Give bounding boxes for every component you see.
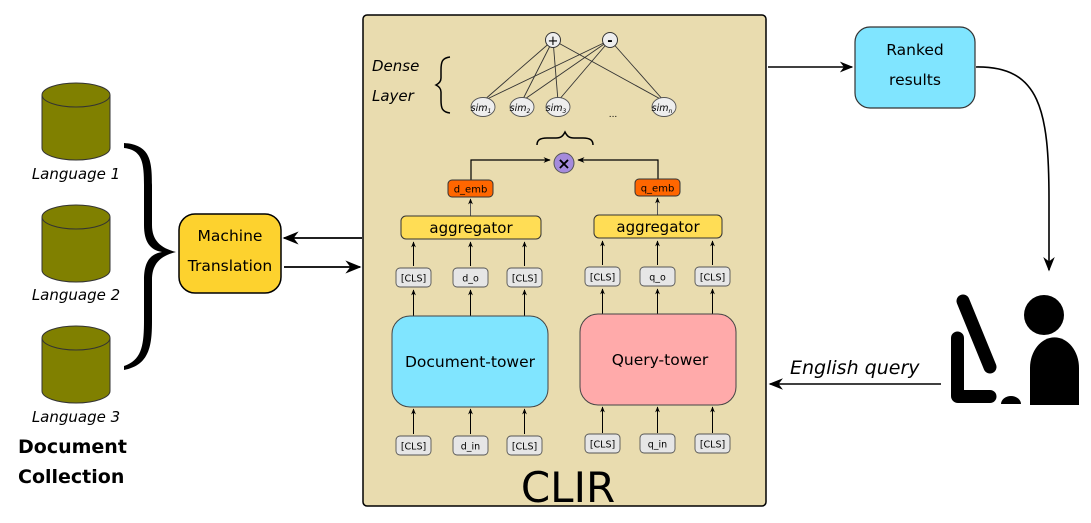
dense-layer-brace bbox=[434, 56, 451, 114]
svg-text:aggregator: aggregator bbox=[429, 219, 513, 237]
sim-node-n: simn bbox=[651, 97, 677, 117]
machine-translation-box: Machine Translation bbox=[178, 213, 282, 294]
query-input-tokens: [CLS] q_in [CLS] bbox=[584, 433, 731, 454]
svg-text:[CLS]: [CLS] bbox=[512, 274, 537, 285]
database-language-3 bbox=[41, 325, 111, 404]
dense-output-positive: + bbox=[545, 32, 561, 49]
machine-translation-line1: Machine bbox=[198, 227, 263, 245]
minus-icon: - bbox=[607, 34, 612, 49]
d-emb-box: d_emb bbox=[447, 179, 494, 198]
dense-layer-label-line1: Dense bbox=[372, 57, 419, 75]
svg-text:Query-tower: Query-tower bbox=[612, 351, 709, 369]
svg-text:d_in: d_in bbox=[461, 442, 480, 453]
svg-text:[CLS]: [CLS] bbox=[401, 442, 426, 453]
plus-icon: + bbox=[548, 34, 559, 49]
doc-output-tokens: [CLS] d_o [CLS] bbox=[395, 267, 543, 288]
document-aggregator: aggregator bbox=[400, 215, 542, 240]
svg-text:d_emb: d_emb bbox=[454, 185, 488, 196]
svg-text:sim2: sim2 bbox=[510, 103, 531, 115]
arrow-results-to-user bbox=[975, 66, 1055, 272]
svg-text:[CLS]: [CLS] bbox=[512, 442, 537, 453]
svg-text:sim3: sim3 bbox=[546, 103, 567, 115]
clir-container bbox=[362, 14, 767, 507]
ranked-results-line1: Ranked bbox=[886, 41, 944, 59]
svg-text:q_o: q_o bbox=[649, 273, 666, 284]
svg-text:d_o: d_o bbox=[462, 274, 479, 285]
doc-output-arrows bbox=[411, 241, 527, 316]
svg-text:[CLS]: [CLS] bbox=[590, 273, 615, 284]
svg-text:[CLS]: [CLS] bbox=[700, 440, 725, 451]
query-tower: Query-tower bbox=[579, 313, 737, 406]
svg-text:q_emb: q_emb bbox=[641, 184, 675, 195]
query-input-arrows bbox=[600, 406, 715, 433]
dense-output-negative: - bbox=[602, 32, 618, 49]
svg-text:[CLS]: [CLS] bbox=[401, 274, 426, 285]
doc-input-arrows bbox=[411, 408, 527, 434]
sim-node-2: sim2 bbox=[509, 97, 535, 117]
clir-title: CLIR bbox=[521, 463, 615, 512]
product-brace bbox=[536, 130, 594, 146]
user-at-computer-icon bbox=[951, 294, 1079, 405]
sim-node-1: sim1 bbox=[470, 97, 496, 117]
database-language-1 bbox=[41, 82, 111, 161]
svg-text:[CLS]: [CLS] bbox=[700, 273, 725, 284]
ranked-results-box: Ranked results bbox=[854, 26, 976, 109]
document-tower: Document-tower bbox=[391, 315, 549, 408]
arrow-q-emb-to-product bbox=[577, 157, 659, 182]
dense-layer-label-line2: Layer bbox=[372, 87, 415, 105]
machine-translation-line2: Translation bbox=[187, 257, 272, 275]
svg-text:[CLS]: [CLS] bbox=[590, 440, 615, 451]
dot-product-node: × bbox=[553, 152, 575, 174]
svg-text:aggregator: aggregator bbox=[616, 218, 700, 236]
english-query-label: English query bbox=[790, 357, 920, 379]
svg-text:q_in: q_in bbox=[648, 440, 667, 451]
database-label-2: Language 2 bbox=[32, 286, 120, 304]
query-output-arrows bbox=[600, 240, 715, 314]
svg-text:Document-tower: Document-tower bbox=[405, 353, 536, 371]
database-label-3: Language 3 bbox=[32, 408, 120, 426]
collection-title-line1: Document bbox=[18, 436, 127, 458]
multiply-icon: × bbox=[557, 154, 570, 173]
ranked-results-line2: results bbox=[889, 71, 941, 89]
database-label-1: Language 1 bbox=[32, 165, 120, 183]
collection-brace bbox=[124, 143, 176, 370]
query-output-tokens: [CLS] q_o [CLS] bbox=[584, 266, 731, 287]
arrow-d-emb-to-product bbox=[470, 157, 551, 182]
collection-title-line2: Collection bbox=[18, 466, 124, 488]
database-language-2 bbox=[41, 204, 111, 283]
dense-connections bbox=[482, 39, 665, 102]
q-emb-box: q_emb bbox=[634, 178, 681, 197]
sim-node-3: sim3 bbox=[545, 97, 571, 117]
svg-text:sim1: sim1 bbox=[471, 103, 492, 115]
sim-ellipsis: ... bbox=[609, 110, 618, 120]
svg-text:simn: simn bbox=[652, 103, 673, 115]
doc-input-tokens: [CLS] d_in [CLS] bbox=[395, 435, 543, 456]
query-aggregator: aggregator bbox=[593, 214, 723, 239]
